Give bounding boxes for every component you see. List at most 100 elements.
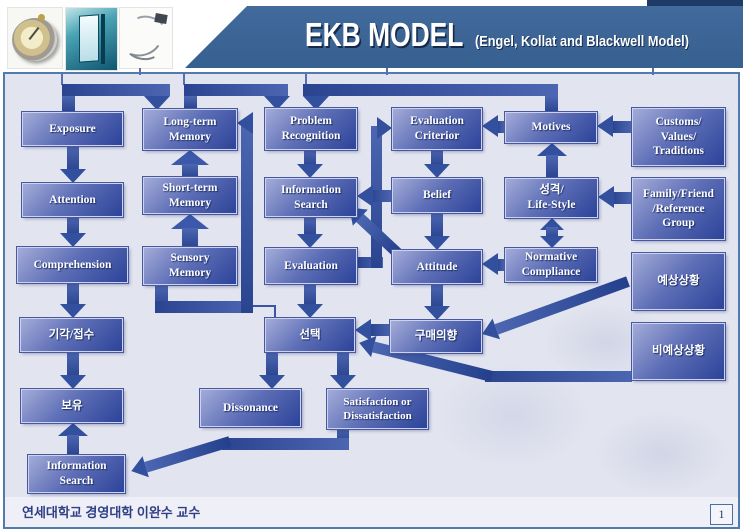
shaft [497, 121, 505, 133]
door-frame-edge [101, 14, 105, 64]
shaft [304, 217, 316, 236]
machine-sketch-photo [118, 8, 172, 68]
thin-connector [253, 305, 276, 307]
title-block: EKB MODEL (Engel, Kollat and Blackwell M… [305, 16, 727, 54]
box-information-search: Information Search [265, 178, 357, 217]
shaft [485, 371, 632, 382]
box-attitude: Attitude [392, 250, 482, 284]
head [330, 375, 356, 389]
drop-line [386, 68, 388, 75]
drop-line [652, 68, 654, 75]
box-motives: Motives [505, 112, 597, 143]
shaft [337, 352, 349, 377]
shaft [546, 227, 558, 238]
head [424, 306, 450, 320]
shaft [357, 257, 383, 268]
box-comprehension: Comprehension [17, 247, 128, 283]
box-family-friend-reference-group: Family/Friend /Reference Group [632, 178, 725, 240]
box-attention: Attention [22, 183, 123, 217]
head [60, 233, 86, 247]
shaft [67, 352, 79, 377]
box-retention: 보유 [21, 389, 123, 423]
teal-door-photo [66, 8, 117, 70]
compass-dial [8, 13, 61, 66]
shaft [304, 150, 316, 166]
box-short-term-memory: Short-term Memory [143, 177, 237, 214]
head [297, 164, 323, 178]
head [424, 164, 450, 178]
shaft [184, 84, 288, 96]
shaft [62, 84, 170, 96]
shaft [184, 96, 197, 109]
box-long-term-memory: Long-term Memory [143, 109, 237, 150]
head [144, 96, 170, 110]
box-information-search-bottom: Information Search [28, 455, 125, 493]
box-anticipated-situation: 예상상황 [632, 253, 725, 310]
head [357, 185, 373, 207]
page-number-box: 1 [710, 504, 733, 525]
shaft [241, 121, 253, 313]
box-normative-compliance: Normative Compliance [505, 248, 597, 282]
shaft [431, 213, 443, 238]
head [537, 143, 567, 156]
footer-strip [5, 497, 738, 527]
shaft [613, 192, 632, 204]
footer-credit: 연세대학교 경영대학 이완수 교수 [22, 505, 201, 520]
shaft [304, 284, 316, 306]
box-rejection-acceptance: 기각/접수 [20, 318, 123, 352]
shaft [303, 84, 558, 96]
head [60, 375, 86, 389]
sketch-ink-patch [154, 13, 168, 24]
head [171, 150, 209, 165]
shaft [67, 146, 79, 171]
shaft [546, 155, 558, 178]
box-evaluation-criterior: Evaluation Criterior [392, 108, 482, 150]
box-choice: 선택 [265, 318, 355, 352]
box-evaluation: Evaluation [265, 248, 357, 284]
head [482, 115, 498, 137]
thin-connector [274, 305, 276, 319]
head [482, 253, 498, 275]
head [540, 236, 564, 248]
shaft [497, 259, 505, 271]
head [297, 304, 323, 318]
head [598, 186, 614, 208]
shaft [62, 96, 75, 112]
page-number: 1 [718, 507, 725, 521]
head [377, 117, 392, 139]
door-panel [79, 14, 99, 63]
head [171, 214, 209, 229]
box-unanticipated-situation: 비예상상황 [632, 323, 725, 380]
head [264, 96, 290, 110]
box-sensory-memory: Sensory Memory [143, 247, 237, 285]
shaft [155, 301, 253, 313]
box-personality-lifestyle: 성격/ Life-Style [505, 178, 598, 218]
shaft [182, 164, 198, 178]
head [237, 112, 253, 134]
head [355, 319, 371, 341]
shaft [545, 96, 558, 112]
shaft [67, 283, 79, 306]
box-dissonance: Dissonance [200, 389, 301, 427]
shaft [67, 435, 79, 455]
box-belief: Belief [392, 178, 482, 213]
head [303, 96, 329, 110]
box-problem-recognition: Problem Recognition [265, 108, 357, 150]
head [424, 236, 450, 250]
shaft [431, 284, 443, 308]
box-exposure: Exposure [22, 112, 123, 146]
head [297, 234, 323, 248]
box-customs-values-traditions: Customs/ Values/ Traditions [632, 108, 725, 166]
shaft [222, 438, 349, 450]
drop-line [61, 73, 63, 85]
top-right-navy-strip [647, 0, 743, 9]
shaft [371, 324, 392, 336]
box-purchase-intention: 구매의향 [390, 320, 482, 353]
title-band [185, 6, 743, 68]
shaft [266, 352, 278, 377]
box-satisfaction-dissatisfaction: Satisfaction or Dissatisfaction [327, 389, 428, 429]
page-subtitle: (Engel, Kollat and Blackwell Model) [475, 33, 689, 50]
shaft [612, 121, 632, 133]
head [58, 423, 88, 436]
